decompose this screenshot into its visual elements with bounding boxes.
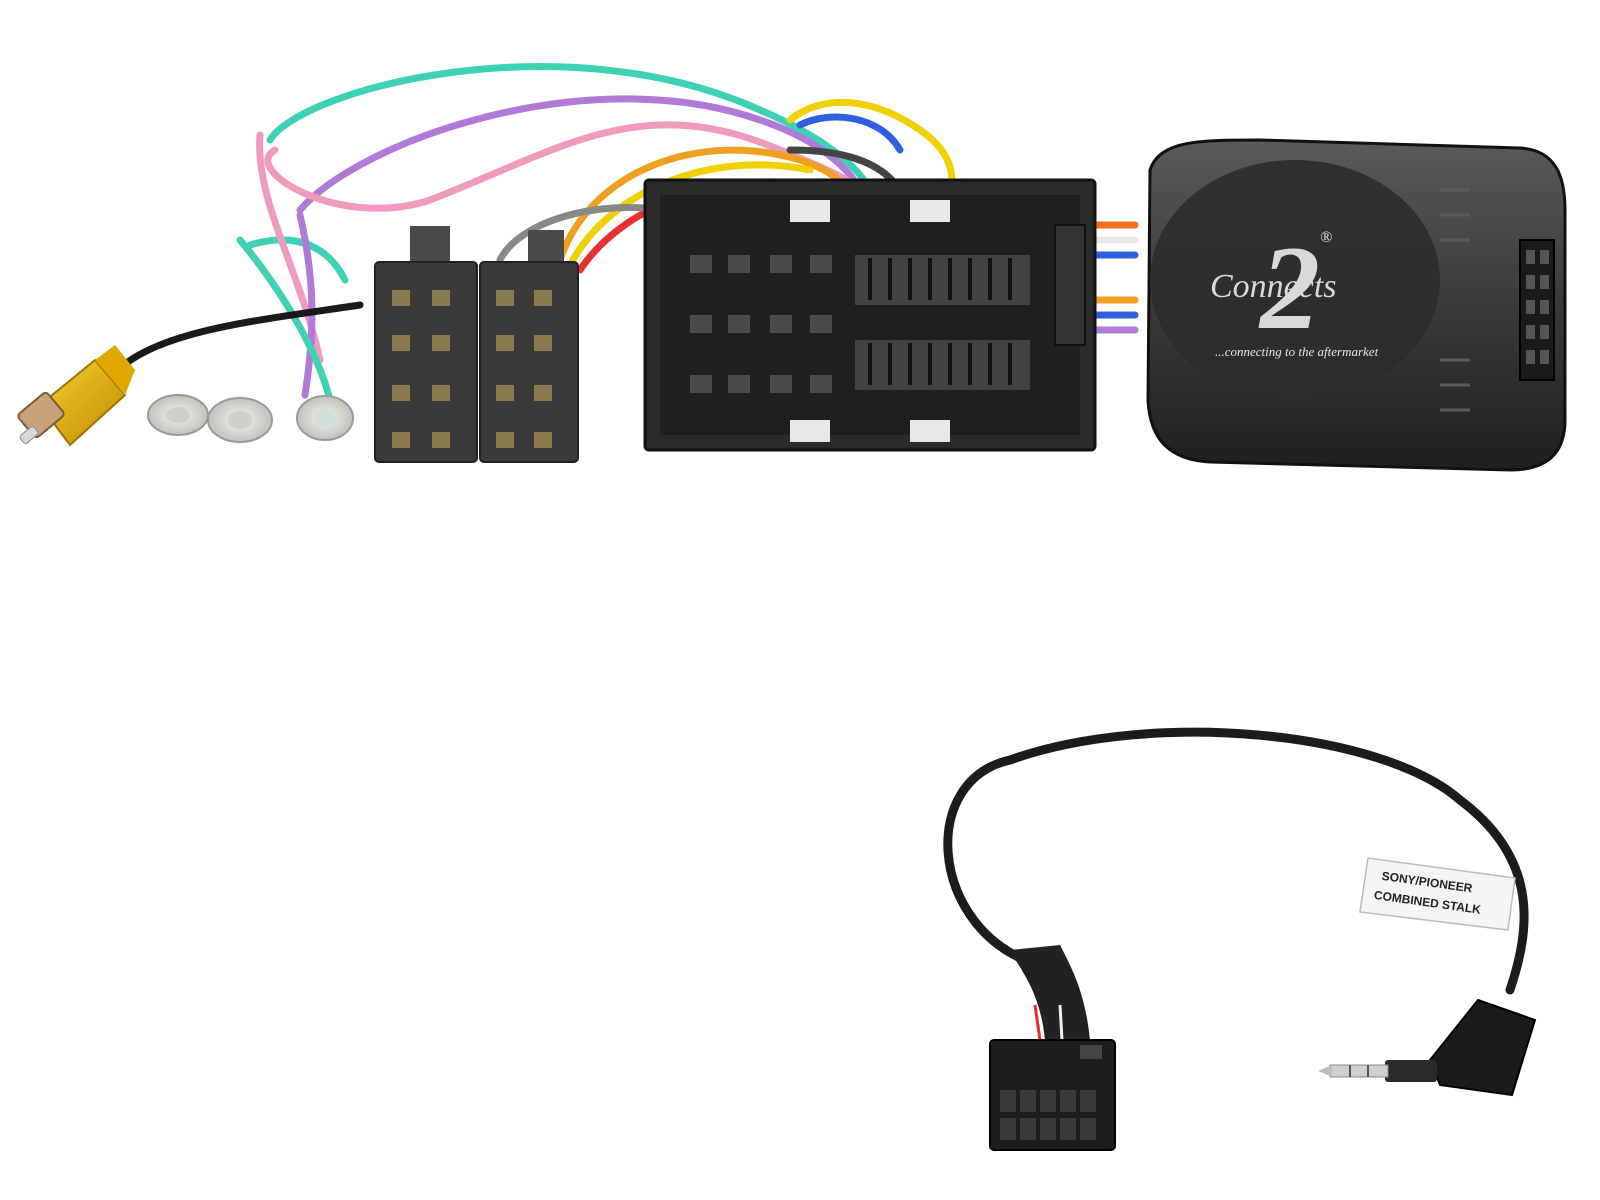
spade-terminal-icon	[147, 394, 354, 443]
logo-numeral: 2	[1258, 221, 1320, 354]
logo-tagline: ...connecting to the aftermarket	[1215, 344, 1379, 359]
multipin-plug-icon	[989, 945, 1116, 1151]
iso-connector-icon	[374, 226, 579, 463]
interface-module-icon: 2 ® Connects ...connecting to the afterm…	[1146, 138, 1567, 472]
jack-plug-icon	[1318, 998, 1537, 1097]
brand-logo: 2 ® Connects ...connecting to the afterm…	[1210, 221, 1379, 359]
logo-brand-name: Connects	[1210, 268, 1337, 305]
vehicle-connector-icon	[643, 178, 1097, 452]
rca-plug-icon	[17, 301, 364, 447]
stalk-cable: SONY/PIONEER COMBINED STALK	[943, 727, 1529, 995]
logo-registered-mark: ®	[1320, 229, 1332, 246]
